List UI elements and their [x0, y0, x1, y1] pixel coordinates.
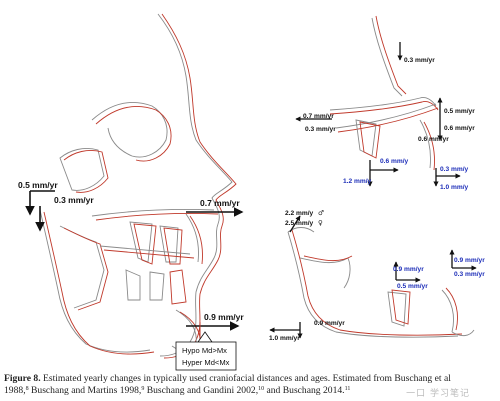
- caption-text-5: and Buschang 2014.: [264, 385, 345, 396]
- hypo-hyper-legend: Hypo Md>Mx Hyper Md<Mx: [175, 331, 237, 371]
- skull-tracing: [39, 13, 237, 359]
- caption-label: Figure 8.: [4, 373, 41, 384]
- caption-text-1: Estimated yearly changes in typically us…: [40, 373, 451, 384]
- caption-text-4: Buschang and Gandini 2002,: [144, 385, 259, 396]
- legend-line-hyper: Hyper Md<Mx: [182, 358, 230, 367]
- label-right-middle: 0.6 mm/yr: [444, 125, 475, 132]
- mandible-arrows: [269, 215, 477, 339]
- legend-line-hypo: Hypo Md>Mx: [182, 346, 227, 355]
- caption-text-2: 1988,: [4, 385, 26, 396]
- label-incisor-eruption: 0.3 mm/y: [440, 166, 469, 173]
- label-right-top: 0.5 mm/yr: [444, 108, 475, 115]
- label-maxilla-forward: 0.7 mm/yr: [200, 198, 240, 208]
- label-ramus-top-female: 2.5 mm/y: [285, 220, 314, 227]
- label-inferior-border: 1.0 mm/yr: [269, 335, 300, 342]
- label-nasal-vertical: 0.3 mm/yr: [404, 57, 435, 64]
- label-posterior-vertical: 0.5 mm/yr: [18, 180, 58, 190]
- label-gonial: 0.9 mm/yr: [314, 320, 345, 327]
- caption-ref-4: 11: [344, 386, 351, 392]
- label-mandible-forward: 0.9 mm/yr: [204, 312, 244, 322]
- label-incisor-forward: 1.0 mm/y: [440, 184, 469, 191]
- ramus-top-labels: 2.2 mm/y ♂ 2.5 mm/y ♀: [285, 209, 324, 227]
- label-incisor-side: 0.3 mm/yr: [454, 271, 485, 278]
- caption-ref-3: 10: [258, 386, 265, 392]
- label-pns-left: 0.3 mm/yr: [305, 126, 336, 133]
- label-right-lower: 0.6 mm/yr: [418, 136, 449, 143]
- figure-caption: Figure 8. Estimated yearly changes in ty…: [4, 373, 496, 397]
- caption-ref-2: 9: [141, 386, 145, 392]
- label-ans-left: 0.7 mm/yr: [303, 113, 334, 120]
- watermark: 一口 学习笔记: [406, 389, 470, 399]
- maxilla-tracing: [329, 15, 439, 171]
- label-posterior-inner: 0.3 mm/yr: [54, 195, 94, 205]
- maxilla-arrows: [295, 42, 461, 187]
- female-symbol: ♀: [318, 219, 323, 227]
- label-molar-forward: 1.2 mm/y: [343, 178, 372, 185]
- label-ramus-top-male: 2.2 mm/y: [285, 210, 314, 217]
- label-molar-eruption: 0.6 mm/y: [380, 158, 409, 165]
- caption-text-3: Buschang and Martins 1998,: [28, 385, 142, 396]
- caption-ref-1: 8: [25, 386, 29, 392]
- label-molar-left: 0.9 mm/yr: [393, 266, 424, 273]
- male-symbol: ♂: [318, 209, 324, 217]
- left-growth-arrows: [25, 190, 244, 344]
- label-incisor-top: 0.9 mm/yr: [454, 257, 485, 264]
- label-molar-bottom: 0.5 mm/yr: [397, 283, 428, 290]
